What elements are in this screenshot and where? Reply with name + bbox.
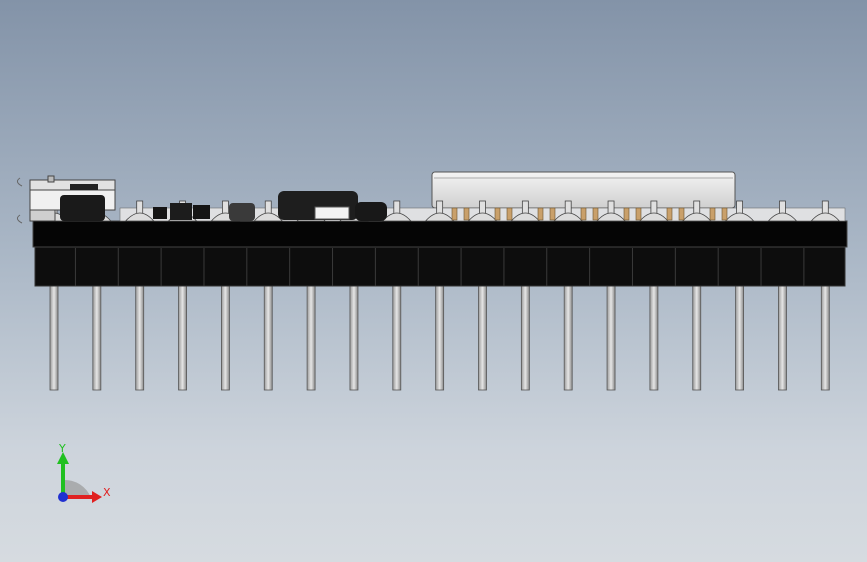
gold-pad bbox=[506, 207, 513, 221]
gold-pad bbox=[623, 207, 630, 221]
header-pin bbox=[263, 285, 273, 391]
gold-pad bbox=[666, 207, 673, 221]
solder-joint bbox=[767, 212, 798, 222]
header-pin bbox=[520, 285, 530, 391]
header-pin bbox=[392, 285, 402, 391]
gold-pad bbox=[721, 207, 728, 221]
solder-joint bbox=[424, 212, 455, 222]
gold-pad bbox=[549, 207, 556, 221]
header-pin bbox=[478, 285, 487, 391]
gold-pad bbox=[635, 207, 642, 221]
rf-shield-can bbox=[431, 171, 736, 209]
solder-pads bbox=[451, 207, 728, 221]
usb-connector bbox=[16, 175, 116, 224]
gold-pad bbox=[537, 207, 544, 221]
gold-pad bbox=[494, 207, 501, 221]
header-pin bbox=[692, 285, 702, 391]
solder-joint bbox=[510, 212, 541, 222]
solder-joint bbox=[467, 212, 498, 222]
solder-joint bbox=[596, 212, 626, 222]
solder-joint bbox=[639, 212, 669, 222]
header-pin bbox=[778, 285, 787, 391]
header-pin bbox=[820, 285, 830, 391]
gold-pad bbox=[678, 207, 685, 221]
solder-joint bbox=[253, 212, 284, 222]
gold-pad bbox=[463, 207, 470, 221]
header-pin bbox=[306, 285, 316, 391]
solder-joint bbox=[124, 212, 155, 222]
solder-joint bbox=[681, 212, 712, 222]
gold-pad bbox=[580, 207, 587, 221]
smd-components bbox=[153, 191, 387, 221]
header-pin bbox=[563, 285, 573, 391]
header-pin bbox=[606, 285, 616, 391]
solder-joint bbox=[553, 212, 584, 222]
y-axis-label: Y bbox=[59, 442, 66, 455]
solder-joint bbox=[724, 212, 755, 222]
header-pin bbox=[435, 285, 445, 391]
header-pin bbox=[220, 285, 230, 391]
solder-joint bbox=[810, 212, 841, 222]
header-pin bbox=[735, 285, 744, 391]
header-pin bbox=[178, 285, 187, 391]
header-pins bbox=[49, 285, 830, 391]
pcb-board bbox=[32, 220, 848, 248]
gold-pad bbox=[709, 207, 716, 221]
gold-pad bbox=[592, 207, 599, 221]
pin-header-body bbox=[34, 246, 846, 287]
header-pin bbox=[135, 285, 145, 391]
gold-pad bbox=[451, 207, 458, 221]
header-pin bbox=[649, 285, 659, 391]
header-pin bbox=[92, 285, 102, 391]
z-axis-dot bbox=[58, 492, 68, 502]
header-pin bbox=[49, 285, 59, 391]
x-axis-label: X bbox=[103, 486, 111, 499]
axis-triad: Y X bbox=[40, 440, 130, 520]
header-pin bbox=[349, 285, 359, 391]
